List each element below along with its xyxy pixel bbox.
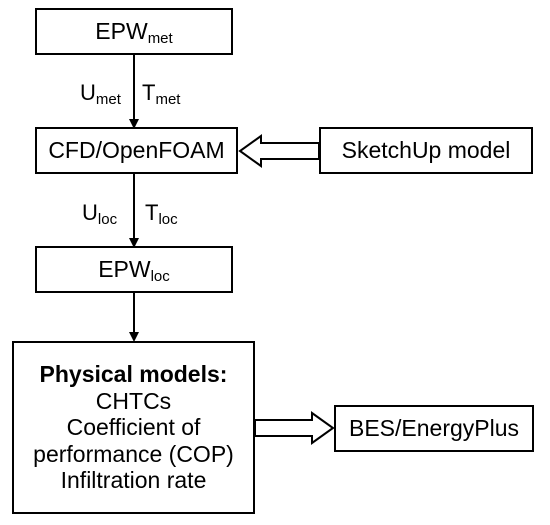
physical-models-line-performance: performance (COP) [33, 440, 234, 467]
u-loc-label: Uloc [82, 200, 118, 228]
u-met-label: Umet [80, 80, 121, 108]
physical-models-line-chtcs: CHTCs [95, 387, 172, 414]
bes-energyplus-box: BES/EnergyPlus [334, 405, 534, 452]
epw-loc-label: EPWloc [98, 256, 170, 286]
physical-models-line-infiltration: Infiltration rate [60, 467, 207, 494]
epw-met-box: EPWmet [35, 8, 233, 55]
sketchup-model-label: SketchUp model [341, 137, 511, 164]
epw-loc-box: EPWloc [35, 246, 233, 293]
bes-energyplus-label: BES/EnergyPlus [348, 415, 520, 442]
physical-models-box: Physical models: CHTCs Coefficient of pe… [12, 341, 255, 514]
sketchup-model-box: SketchUp model [319, 127, 533, 174]
t-met-label: Tmet [142, 80, 181, 108]
physical-models-title: Physical models: [39, 361, 228, 388]
hollow-arrow-sketchup-to-cfd [238, 134, 320, 168]
physical-models-line-coefficient: Coefficient of [66, 414, 201, 441]
t-loc-label: Tloc [145, 200, 178, 228]
hollow-arrow-physical-to-bes [254, 411, 335, 445]
cfd-openfoam-box: CFD/OpenFOAM [35, 127, 238, 174]
cfd-openfoam-label: CFD/OpenFOAM [48, 137, 225, 164]
epw-met-label: EPWmet [95, 18, 173, 48]
